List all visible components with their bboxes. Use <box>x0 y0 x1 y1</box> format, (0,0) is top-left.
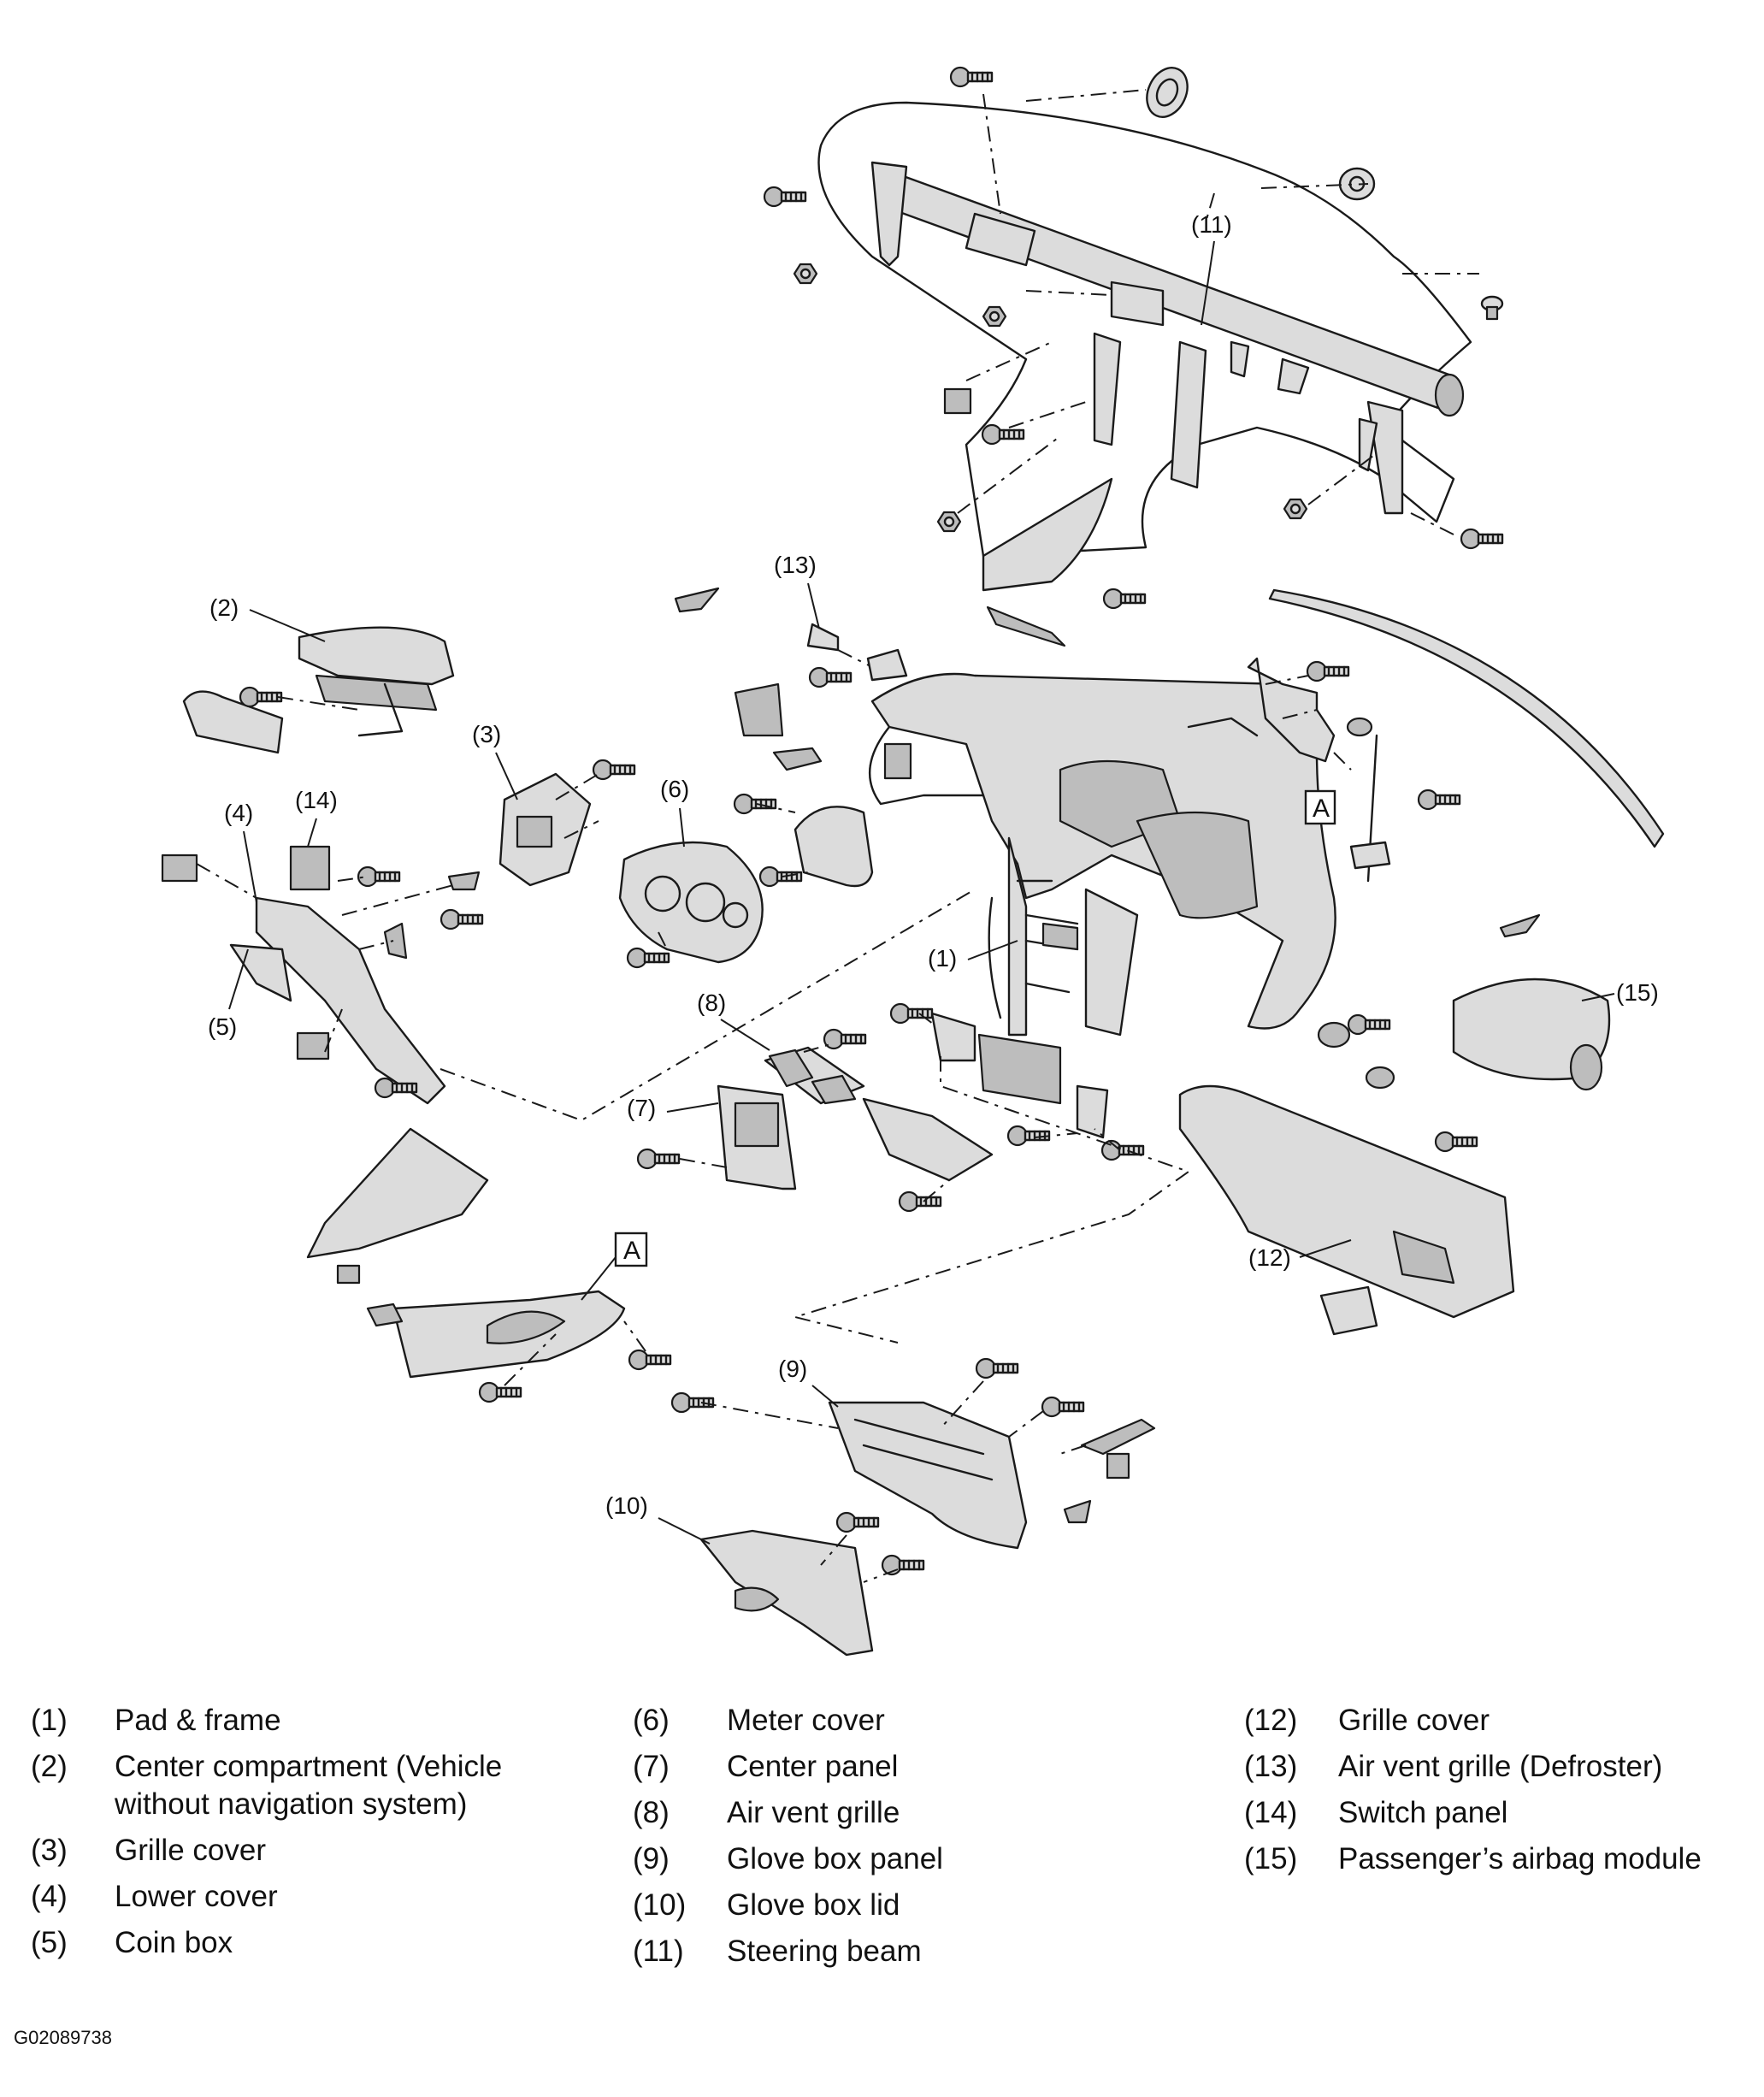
callout-5: (5) <box>208 1013 237 1040</box>
legend-item: (13) Air vent grille (Defroster) <box>1244 1748 1757 1786</box>
legend-item: (12) Grille cover <box>1244 1702 1757 1740</box>
legend-column-3: (12) Grille cover (13) Air vent grille (De… <box>1244 1702 1757 1887</box>
legend-text: Switch panel <box>1338 1796 1508 1829</box>
callout-10: (10) <box>605 1492 648 1519</box>
legend-item: (4) Lower cover <box>31 1878 578 1916</box>
legend-text: Air vent grille <box>727 1796 900 1829</box>
legend-number: (3) <box>31 1834 68 1867</box>
legend-text: Glove box panel <box>727 1842 943 1875</box>
callout-8: (8) <box>697 989 726 1016</box>
glove-box-panel <box>670 1357 1156 1550</box>
legend-text: Lower cover <box>115 1880 278 1913</box>
defroster-grille <box>806 623 908 682</box>
figure-code: G02089738 <box>14 2027 112 2048</box>
legend-text: Pad & frame <box>115 1704 281 1737</box>
legend-number: (2) <box>31 1750 68 1783</box>
center-panel-assembly <box>636 1028 867 1190</box>
ref-label-a-upper: A <box>1313 794 1330 823</box>
legend-number: (8) <box>633 1796 670 1829</box>
legend-column-1: (1) Pad & frame (2) Center compartment (Ve… <box>31 1702 578 1970</box>
callout-14: (14) <box>295 787 338 813</box>
legend-text: Center compartment (Vehicle without navi… <box>115 1750 503 1821</box>
legend-text: Grille cover <box>115 1834 266 1867</box>
legend-number: (11) <box>633 1935 684 1968</box>
legend-number: (9) <box>633 1842 670 1875</box>
legend-number: (6) <box>633 1704 670 1737</box>
legend-item: (11) Steering beam <box>633 1933 1197 1970</box>
ref-label-a-lower: A <box>623 1237 640 1265</box>
bracket-top <box>986 605 1066 647</box>
knee-pad-lower-left <box>306 1127 672 1403</box>
exploded-diagram: (11) (1) A (13) <box>161 66 1665 1657</box>
pad-and-frame <box>808 588 1461 1090</box>
callout-2: (2) <box>209 594 239 621</box>
ref-box-a-lower <box>614 1232 648 1267</box>
legend-item: (15) Passenger’s airbag module <box>1244 1840 1757 1878</box>
grille-cover-right <box>1178 1084 1515 1336</box>
passenger-airbag-module <box>1452 913 1611 1091</box>
parts-legend: (1) Pad & frame (2) Center compartment (Ve… <box>0 1702 1764 2061</box>
callout-15: (15) <box>1616 979 1659 1006</box>
instrument-cluster <box>733 747 874 888</box>
legend-item: (14) Switch panel <box>1244 1794 1757 1832</box>
steering-beam-assembly <box>763 66 1504 592</box>
side-vent <box>734 682 784 737</box>
legend-number: (15) <box>1244 1842 1298 1875</box>
legend-number: (14) <box>1244 1796 1298 1829</box>
center-compartment <box>182 626 455 754</box>
legend-number: (5) <box>31 1926 68 1959</box>
legend-text: Steering beam <box>727 1935 922 1968</box>
legend-item: (2) Center compartment (Vehicle without n… <box>31 1748 578 1823</box>
callout-13: (13) <box>774 552 817 578</box>
callout-3: (3) <box>472 721 501 747</box>
glove-box-lid <box>699 1511 925 1657</box>
legend-text: Center panel <box>727 1750 899 1783</box>
legend-item: (7) Center panel <box>633 1748 1197 1786</box>
callout-6: (6) <box>660 776 689 802</box>
grille-cover-left <box>499 759 636 887</box>
callout-7: (7) <box>627 1095 656 1121</box>
legend-text: Grille cover <box>1338 1704 1490 1737</box>
legend-text: Meter cover <box>727 1704 885 1737</box>
legend-item: (1) Pad & frame <box>31 1702 578 1740</box>
legend-number: (1) <box>31 1704 68 1737</box>
legend-number: (7) <box>633 1750 670 1783</box>
legend-text: Coin box <box>115 1926 233 1959</box>
legend-number: (10) <box>633 1888 687 1922</box>
legend-item: (5) Coin box <box>31 1924 578 1962</box>
defroster-strip <box>1268 588 1665 848</box>
legend-item: (3) Grille cover <box>31 1832 578 1870</box>
right-bracket <box>1187 657 1391 883</box>
legend-item: (6) Meter cover <box>633 1702 1197 1740</box>
legend-item: (10) Glove box lid <box>633 1887 1197 1924</box>
legend-number: (12) <box>1244 1704 1298 1737</box>
ref-box-a-upper <box>1304 789 1336 825</box>
legend-number: (4) <box>31 1880 68 1913</box>
callout-12: (12) <box>1248 1244 1291 1271</box>
callout-9: (9) <box>778 1356 807 1382</box>
legend-item: (9) Glove box panel <box>633 1840 1197 1878</box>
small-part-left <box>674 587 720 613</box>
legend-text: Glove box lid <box>727 1888 900 1922</box>
legend-text: Air vent grille (Defroster) <box>1338 1750 1663 1783</box>
callout-4: (4) <box>224 800 253 826</box>
meter-cover <box>618 841 764 969</box>
callout-1: (1) <box>928 945 957 972</box>
legend-text: Passenger’s airbag module <box>1338 1842 1702 1875</box>
callout-11: (11) <box>1191 211 1232 238</box>
legend-column-2: (6) Meter cover (7) Center panel (8) Air ve… <box>633 1702 1197 1979</box>
center-bracket-module <box>792 1002 1191 1344</box>
legend-item: (8) Air vent grille <box>633 1794 1197 1832</box>
legend-number: (13) <box>1244 1750 1298 1783</box>
